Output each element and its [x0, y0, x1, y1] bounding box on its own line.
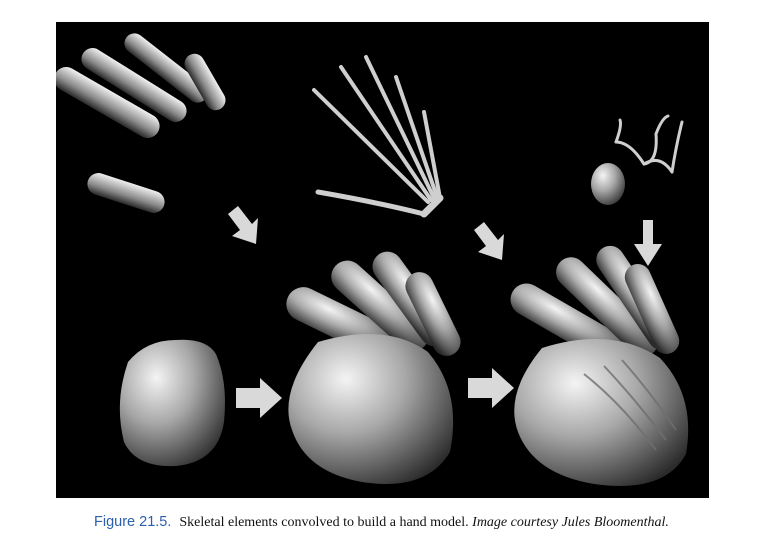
- blob-shape: [119, 339, 225, 467]
- arrow-down-right-icon: [228, 206, 258, 244]
- caption-text: Skeletal elements convolved to build a h…: [179, 515, 469, 530]
- arrow-down-right-icon: [474, 222, 504, 260]
- figure-caption: Figure 21.5. Skeletal elements convolved …: [94, 514, 754, 531]
- arrow-icons: [228, 206, 662, 418]
- rod-skeleton: [312, 55, 444, 218]
- detailed-hand: [510, 245, 689, 486]
- caption-credit: Image courtesy Jules Bloomenthal.: [472, 515, 669, 530]
- arrow-down-icon: [634, 220, 662, 266]
- figure-image: [56, 22, 709, 498]
- figure-label: Figure 21.5.: [94, 514, 172, 530]
- capsule-elements: [56, 33, 226, 213]
- smooth-hand: [286, 251, 461, 484]
- arrow-right-icon: [236, 378, 282, 418]
- branch-skeleton: [591, 114, 684, 205]
- arrow-right-icon: [468, 368, 514, 408]
